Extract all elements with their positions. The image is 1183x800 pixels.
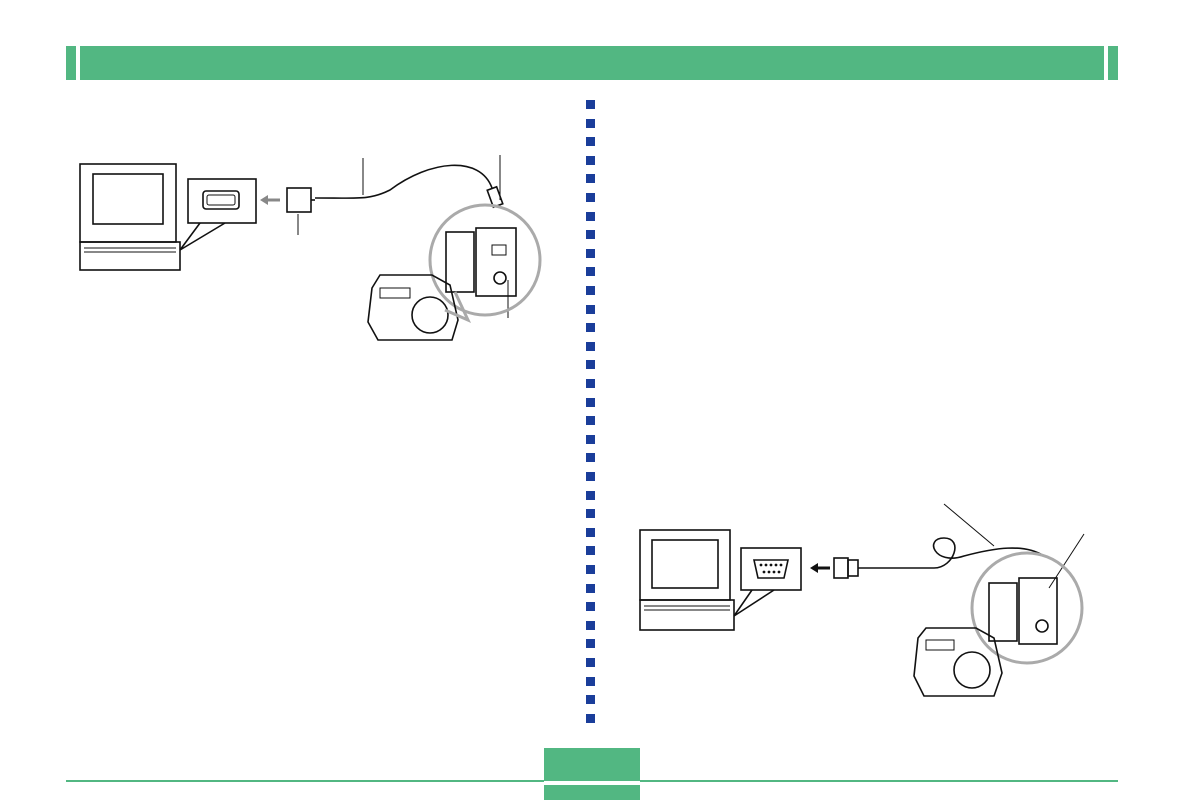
header-bar-notch-right <box>1104 46 1108 80</box>
divider-dot <box>586 639 595 649</box>
divider-dot <box>586 379 595 388</box>
computer-icon <box>79 163 181 271</box>
divider-dot <box>586 137 595 147</box>
divider-dot <box>586 695 595 705</box>
divider-dot <box>586 323 595 333</box>
arrow-left-icon <box>260 195 280 205</box>
usb-cable <box>314 164 493 199</box>
divider-dot <box>586 565 595 574</box>
camera-port-magnifier <box>970 551 1084 665</box>
divider-dot <box>586 174 595 184</box>
arrow-left-icon <box>810 563 830 573</box>
divider-dot <box>586 453 595 463</box>
serial-port-callout <box>733 547 802 617</box>
serial-plug-icon <box>833 557 859 579</box>
divider-dot <box>586 713 595 723</box>
divider-dot <box>586 620 595 630</box>
header-bar <box>66 46 1118 80</box>
divider-dot <box>586 676 595 686</box>
divider-dot <box>586 546 595 556</box>
divider-dot <box>586 286 595 295</box>
divider-dot <box>586 193 595 202</box>
divider-dot <box>586 267 595 277</box>
page-tab-gap <box>544 781 640 785</box>
divider-dot <box>586 118 595 128</box>
divider-dot <box>586 230 595 240</box>
divider-dot <box>586 472 595 481</box>
divider-dot <box>586 509 595 519</box>
divider-dot <box>586 211 595 221</box>
port-leader-line <box>1048 533 1085 589</box>
camera-icon <box>913 627 1003 697</box>
divider-dot <box>586 527 595 537</box>
cable-leader-line <box>943 503 995 547</box>
divider-dot <box>586 397 595 407</box>
divider-dot <box>586 658 595 667</box>
divider-dot <box>586 155 595 165</box>
divider-dot <box>586 416 595 426</box>
divider-dot <box>586 248 595 258</box>
divider-dot <box>586 304 595 314</box>
camera-port-magnifier <box>428 203 542 317</box>
column-divider <box>586 100 595 723</box>
divider-dot <box>586 100 595 109</box>
divider-dot <box>586 434 595 444</box>
serial-cable <box>858 537 1045 569</box>
header-bar-notch-left <box>76 46 80 80</box>
camera-icon <box>367 274 472 341</box>
divider-dot <box>586 341 595 351</box>
serial-connection-illustration <box>639 503 1085 697</box>
divider-dot <box>586 360 595 370</box>
divider-dot <box>586 490 595 500</box>
computer-icon <box>639 529 735 631</box>
usb-plug-icon <box>286 187 315 213</box>
usb-connection-illustration <box>79 155 542 341</box>
divider-dot <box>586 602 595 612</box>
divider-dot <box>586 583 595 593</box>
page-number-tab <box>544 748 640 800</box>
usb-port-callout <box>179 178 257 251</box>
